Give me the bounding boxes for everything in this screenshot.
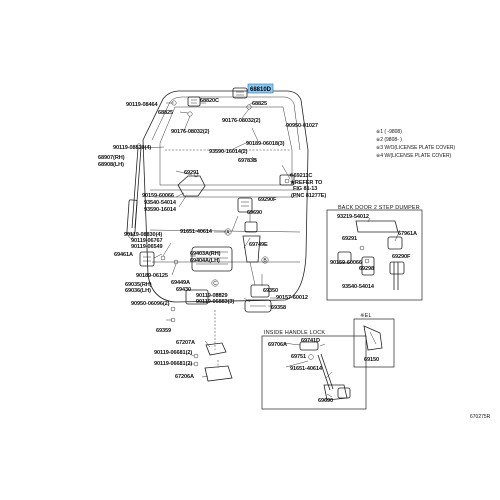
label-90119-06681-a: 90119-06681(2) — [154, 350, 192, 356]
label-69298: 69298 — [359, 266, 374, 272]
label-pnc: (PNC 81277E) — [291, 193, 326, 199]
label-90950-01027: 90950-01027 — [286, 123, 318, 129]
label-90176-08032-a: 90176-08032(2) — [222, 118, 261, 124]
label-93219-54012: 93219-54012 — [337, 214, 369, 220]
label-90950-06096: 90950-06096(2) — [131, 301, 170, 307]
label-68908LH: 68908(LH) — [98, 162, 124, 168]
label-69211C: ※69211C — [289, 171, 312, 179]
label-90119-08830-mid: 90119-08830(4) — [124, 232, 162, 238]
legend-item-3: ※3 W/O(LICENSE PLATE COVER) — [376, 145, 455, 151]
label-93590-16014-b: 93590-16014 — [144, 207, 177, 213]
legend-item-4: ※4 W/(LICENSE PLATE COVER) — [376, 153, 452, 159]
part-lock-left[interactable] — [139, 246, 233, 323]
label-68825-right: 68825 — [252, 101, 267, 107]
label-69749E: 69749E — [249, 242, 268, 248]
label-69350: 69350 — [263, 288, 278, 294]
label-69751: 69751 — [291, 354, 306, 360]
label-91651-40614-handle: 91651-40614 — [290, 366, 323, 372]
label-90189-06125: 90189-06125 — [136, 273, 168, 279]
legend-item-1: ※1 ( -9808) — [376, 129, 402, 135]
label-69449A: 69449A — [171, 280, 190, 286]
label-fig: FIG 81-13 — [293, 186, 317, 192]
section-back-door-dumper: BACK DOOR 2 STEP DUMPER — [326, 205, 423, 301]
label-90119-06549: 90119-06549 — [131, 244, 163, 250]
label-69290F: 69290F — [258, 197, 277, 203]
part-rod — [231, 212, 256, 286]
part-68810D[interactable]: 68810D — [232, 83, 274, 99]
highlight-part-label: 68810D — [250, 87, 272, 93]
label-69403A: 69403A(RH) — [190, 251, 221, 257]
label-90189-06018: 90189-06018(3) — [246, 141, 285, 147]
part-license-lamp[interactable] — [193, 310, 233, 382]
leader-lines — [138, 102, 333, 398]
label-69291-dumper: 69291 — [342, 236, 357, 242]
label-90159-60066-dumper: 90159-60066 — [330, 260, 362, 266]
label-90119-06767: 90119-06767 — [131, 238, 163, 244]
part-damper-stay[interactable] — [126, 143, 142, 239]
label-refer-to: ★REFER TO — [290, 179, 323, 186]
legend-item-2: ※2 (9808- ) — [376, 137, 402, 143]
label-93540-54014: 93540-54014 — [144, 200, 177, 206]
label-69291: 69291 — [184, 170, 199, 176]
label-69404A: 69404A(LH) — [190, 258, 220, 264]
section-title-dumper: BACK DOOR 2 STEP DUMPER — [338, 205, 420, 211]
label-69461A: 69461A — [114, 252, 133, 258]
label-69035RH: 69035(RH) — [125, 282, 152, 288]
label-90119-08829: 90119-08829 — [196, 293, 228, 299]
label-68820C: 68820C — [200, 98, 219, 104]
label-90119-08464: 90119-08464 — [126, 102, 159, 108]
label-68907RH: 68907(RH) — [98, 155, 125, 161]
label-90119-06883: 90119-06883(3) — [196, 299, 234, 305]
label-90157-60012: 90157-60012 — [276, 295, 308, 301]
label-69690: 69690 — [247, 210, 262, 216]
label-90159-60066: 90159-60066 — [142, 193, 174, 199]
label-69036LH: 69036(LH) — [125, 288, 151, 294]
label-69430: 69430 — [176, 287, 191, 293]
label-67961A: 67961A — [398, 231, 417, 237]
label-90119-08830-top: 90119-08830(4) — [113, 145, 151, 151]
label-69783B: 69783B — [238, 158, 257, 164]
label-91651-40614: 91651-40614 — [180, 229, 213, 235]
label-67207A: 67207A — [176, 340, 195, 346]
label-69359: 69359 — [156, 328, 171, 334]
svg-text:B: B — [263, 258, 267, 264]
svg-text:C: C — [213, 281, 217, 287]
part-labels: 68820C 90119-08464 68825 68825 90176-080… — [98, 98, 417, 404]
footer-code: 670275R — [470, 414, 491, 420]
section-inside-handle-lock: INSIDE HANDLE LOCK — [261, 330, 367, 410]
label-69690-handle: 69690 — [318, 398, 333, 404]
label-69150: 69150 — [364, 357, 379, 363]
svg-text:A: A — [226, 230, 230, 236]
section-title-handle: INSIDE HANDLE LOCK — [264, 330, 325, 336]
label-67206A: 67206A — [175, 374, 194, 380]
legend: ※1 ( -9808) ※2 (9808- ) ※3 W/O(LICENSE P… — [376, 129, 455, 159]
label-69358: 69358 — [271, 305, 286, 311]
label-93590-16014-a: 93590-16014(2) — [209, 149, 248, 155]
section-title-el: ※EL — [360, 313, 372, 319]
section-el-inset: ※EL — [353, 313, 395, 368]
part-latch-assembly[interactable] — [177, 172, 295, 313]
label-69290F-dumper: 69290F — [392, 254, 411, 260]
label-90119-06681-b: 90119-06681(2) — [154, 361, 192, 367]
label-93540-54014-dumper: 93540-54014 — [342, 284, 375, 290]
label-69706A: 69706A — [268, 342, 287, 348]
label-68825-left: 68825 — [158, 110, 173, 116]
label-69741D: 69741D — [301, 338, 320, 344]
label-90176-08032-b: 90176-08032(2) — [171, 129, 210, 135]
